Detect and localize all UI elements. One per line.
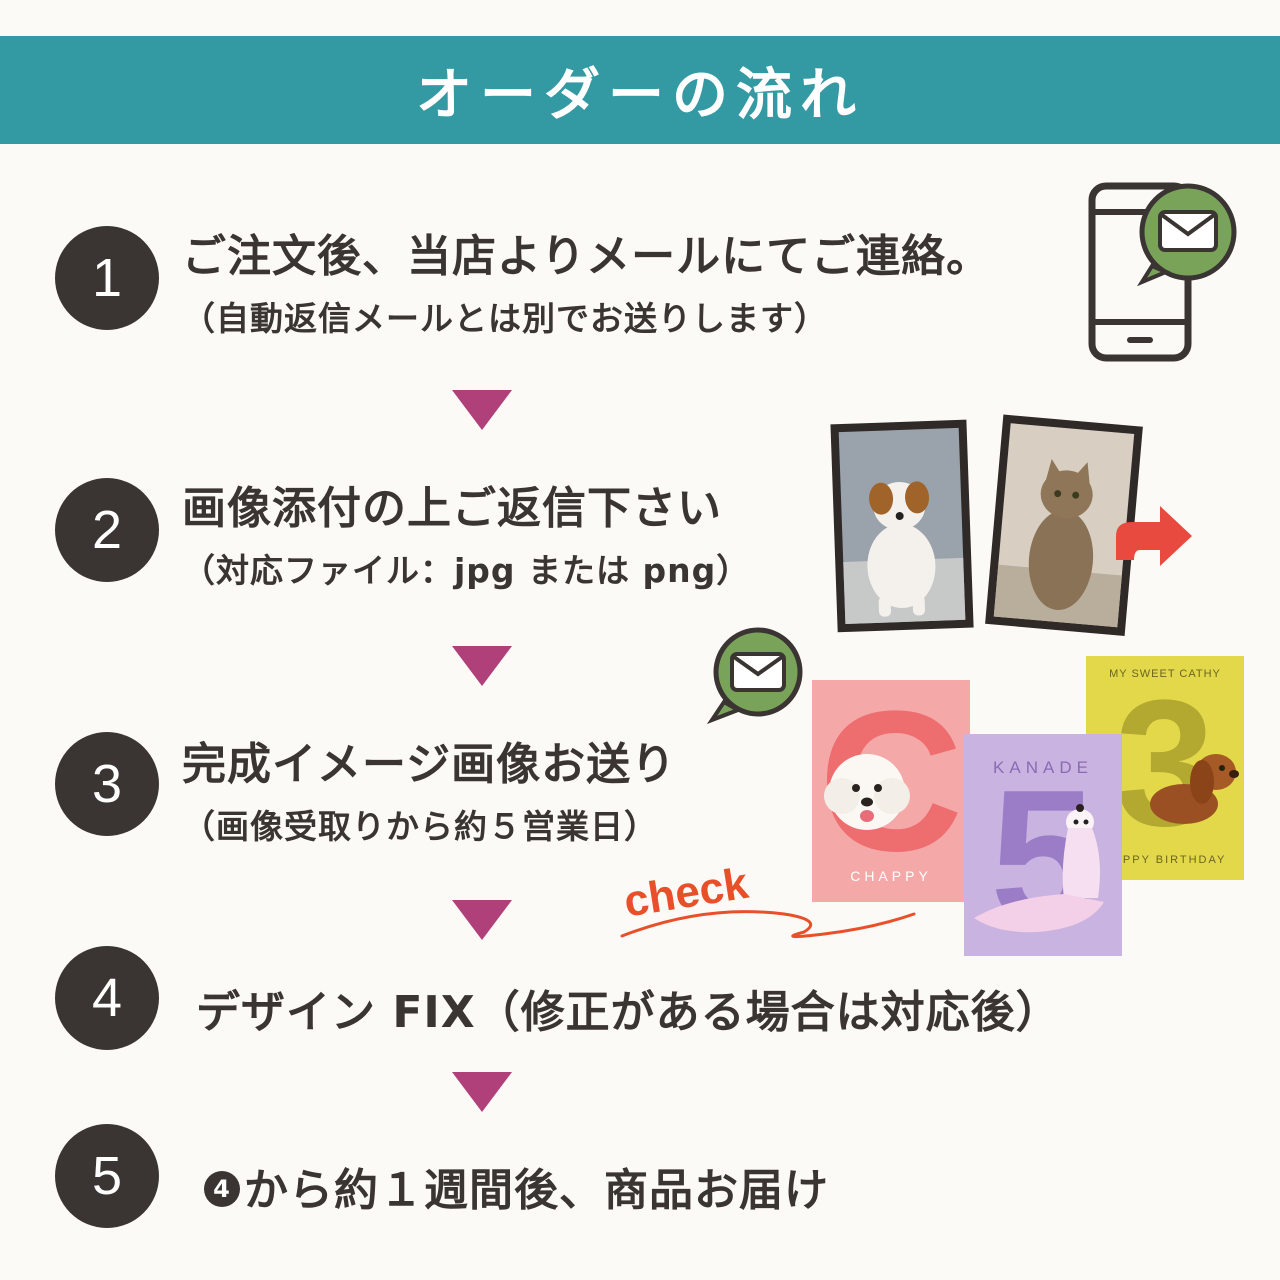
step-2-number: 2 [55,478,159,582]
mail-bubble-icon [706,627,803,724]
smartphone-icon [1088,182,1237,362]
flow-arrow-4 [452,1072,512,1112]
step-4-main: デザイン FIX（修正がある場合は対応後） [196,987,1061,1038]
step-1-main: ご注文後、当店よりメールにてご連絡。 [182,231,992,282]
maltese-image [974,804,1104,933]
sample-card-3-top-label: MY SWEET CATHY [1109,668,1221,680]
page-title: オーダーの流れ [416,62,864,128]
spaniel-image [1150,754,1239,824]
cat-photo [985,414,1143,636]
step-3-sub: （画像受取りから約５営業日） [182,807,658,846]
sample-card-c: C CHAPPY [812,680,970,902]
step-4-number: 4 [55,946,159,1050]
step-4-ref-badge: 4 [204,1171,240,1207]
step-5-main: から約１週間後、商品お届け [244,1165,829,1216]
flow-arrow-3 [452,900,512,940]
step-2-sub: （対応ファイル：jpg または png） [182,551,751,590]
step-2-main: 画像添付の上ご返信下さい [182,483,722,534]
share-arrow-icon [1116,506,1192,566]
sample-card-5-top-label: KANADE [993,758,1093,777]
dog-photo [830,419,974,633]
step-1-sub: （自動返信メールとは別でお送りします） [182,299,828,338]
check-annotation: check [620,859,916,939]
flow-arrow-2 [452,646,512,686]
step-3-main: 完成イメージ画像お送り [182,739,677,790]
mail-bubble-icon [1136,183,1237,287]
step-1-number: 1 [55,226,159,330]
sample-card-3-label: HAPPY BIRTHDAY [1103,854,1227,866]
sample-card-5: KANADE 5 [964,734,1122,956]
step-5-number: 5 [55,1124,159,1228]
flow-arrow-1 [452,390,512,430]
poodle-image [824,754,910,830]
step-3-number: 3 [55,732,159,836]
sample-card-c-label: CHAPPY [850,868,932,884]
header-banner: オーダーの流れ [0,36,1280,144]
photo-samples [830,414,1192,636]
